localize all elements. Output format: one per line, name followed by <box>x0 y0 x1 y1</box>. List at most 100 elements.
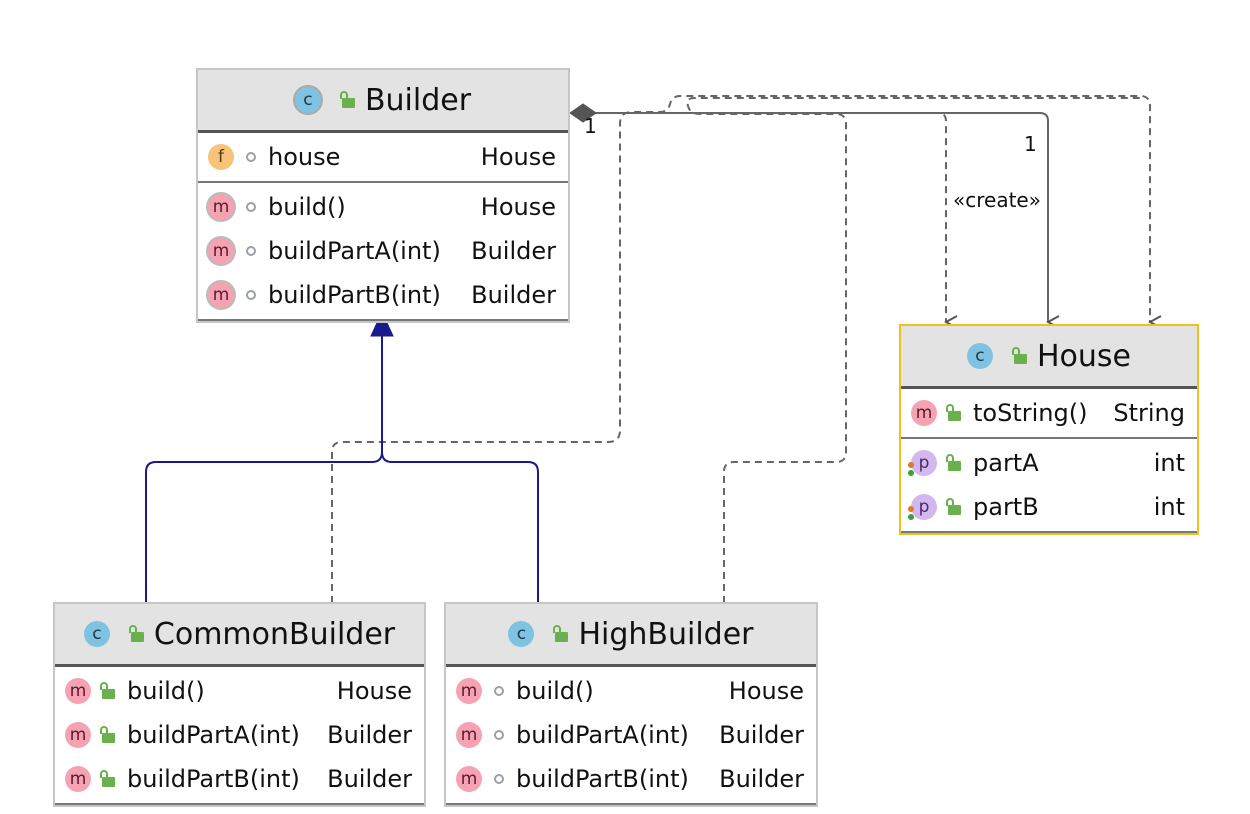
property-icon: p <box>908 450 937 476</box>
create-dependency-edge[interactable] <box>596 112 946 322</box>
method-icon: m <box>456 766 482 792</box>
member-name: buildPartB(int) <box>516 765 689 793</box>
member-name: buildPartA(int) <box>127 721 300 749</box>
public-lock-icon <box>339 91 355 109</box>
member-type: String <box>1113 399 1185 427</box>
method-row[interactable]: m build() House <box>55 669 424 713</box>
method-icon: m <box>65 678 91 704</box>
member-type: Builder <box>719 765 804 793</box>
class-title: CommonBuilder <box>153 616 396 652</box>
method-icon: m <box>65 766 91 792</box>
public-lock-icon <box>1011 347 1027 365</box>
member-name: build() <box>127 677 205 705</box>
methods-section: m build() House m buildPartA(int) Builde… <box>446 667 816 805</box>
method-icon: m <box>208 194 234 220</box>
class-header[interactable]: c CommonBuilder <box>55 604 424 667</box>
high-dependency-edge[interactable] <box>686 97 1140 603</box>
property-row[interactable]: p partB int <box>901 485 1197 529</box>
method-row[interactable]: m buildPartA(int) Builder <box>55 713 424 757</box>
class-icon: c <box>966 343 993 369</box>
multiplicity-label-builder: 1 <box>584 114 597 138</box>
member-name: buildPartA(int) <box>516 721 689 749</box>
public-lock-icon <box>128 625 144 643</box>
member-type: Builder <box>327 721 412 749</box>
method-row[interactable]: m buildPartB(int) Builder <box>198 273 568 317</box>
package-private-icon <box>246 290 256 300</box>
methods-section: m build() House m buildPartA(int) Builde… <box>198 183 568 321</box>
method-icon: m <box>65 722 91 748</box>
package-private-icon <box>494 730 504 740</box>
class-header[interactable]: c House <box>901 326 1197 389</box>
public-lock-icon <box>99 682 115 700</box>
inheritance-edge[interactable] <box>145 310 539 603</box>
member-type: House <box>480 193 556 221</box>
class-icon: c <box>294 87 321 113</box>
class-header[interactable]: c HighBuilder <box>446 604 816 667</box>
multiplicity-label-house: 1 <box>1024 132 1037 156</box>
method-row[interactable]: m buildPartA(int) Builder <box>446 713 816 757</box>
member-name: toString() <box>973 399 1088 427</box>
member-name: house <box>268 143 341 171</box>
member-name: build() <box>516 677 594 705</box>
method-row[interactable]: m buildPartA(int) Builder <box>198 229 568 273</box>
field-icon: f <box>208 144 234 170</box>
member-type: House <box>728 677 804 705</box>
package-private-icon <box>246 152 256 162</box>
public-lock-icon <box>945 498 961 516</box>
method-row[interactable]: m build() House <box>198 185 568 229</box>
member-type: Builder <box>719 721 804 749</box>
public-lock-icon <box>945 454 961 472</box>
member-name: buildPartB(int) <box>127 765 300 793</box>
inheritance-arrowhead <box>370 310 394 337</box>
method-row[interactable]: m build() House <box>446 669 816 713</box>
member-type: Builder <box>327 765 412 793</box>
public-lock-icon <box>99 726 115 744</box>
public-lock-icon <box>945 404 961 422</box>
methods-section: m toString() String <box>901 389 1197 439</box>
class-header[interactable]: c Builder <box>198 70 568 133</box>
method-icon: m <box>456 722 482 748</box>
class-common-builder[interactable]: c CommonBuilder m build() House m buildP… <box>53 602 426 807</box>
member-name: buildPartA(int) <box>268 237 441 265</box>
method-icon: m <box>911 400 937 426</box>
member-type: House <box>336 677 412 705</box>
method-row[interactable]: m toString() String <box>901 391 1197 435</box>
properties-section: p partA int p partB int <box>901 439 1197 533</box>
method-icon: m <box>456 678 482 704</box>
class-builder[interactable]: c Builder f house House m build() House … <box>196 68 570 323</box>
member-type: Builder <box>471 237 556 265</box>
package-private-icon <box>246 246 256 256</box>
member-type: House <box>480 143 556 171</box>
member-type: int <box>1153 449 1185 477</box>
package-private-icon <box>246 202 256 212</box>
class-high-builder[interactable]: c HighBuilder m build() House m buildPar… <box>444 602 818 807</box>
member-name: partB <box>973 493 1039 521</box>
fields-section: f house House <box>198 133 568 183</box>
field-row[interactable]: f house House <box>198 135 568 179</box>
property-icon: p <box>908 494 937 520</box>
create-stereotype-label: «create» <box>953 188 1041 212</box>
class-icon: c <box>508 621 535 647</box>
package-private-icon <box>494 774 504 784</box>
method-icon: m <box>208 282 234 308</box>
method-icon: m <box>208 238 234 264</box>
composition-edge[interactable] <box>569 103 1048 322</box>
public-lock-icon <box>99 770 115 788</box>
class-icon: c <box>83 621 110 647</box>
class-title: HighBuilder <box>578 616 754 652</box>
member-name: partA <box>973 449 1039 477</box>
member-type: int <box>1153 493 1185 521</box>
member-name: build() <box>268 193 346 221</box>
method-row[interactable]: m buildPartB(int) Builder <box>446 757 816 801</box>
class-title: Builder <box>364 82 472 118</box>
property-row[interactable]: p partA int <box>901 441 1197 485</box>
class-title: House <box>1036 338 1131 374</box>
package-private-icon <box>494 686 504 696</box>
method-row[interactable]: m buildPartB(int) Builder <box>55 757 424 801</box>
class-house[interactable]: c House m toString() String p partA int … <box>899 324 1199 535</box>
member-name: buildPartB(int) <box>268 281 441 309</box>
methods-section: m build() House m buildPartA(int) Builde… <box>55 667 424 805</box>
member-type: Builder <box>471 281 556 309</box>
public-lock-icon <box>552 625 569 643</box>
